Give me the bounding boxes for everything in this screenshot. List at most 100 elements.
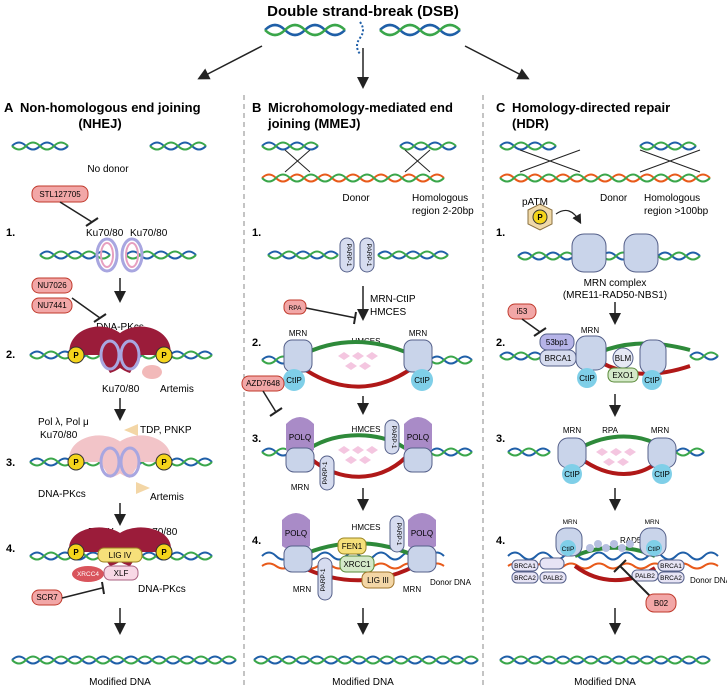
nhej-broken-dna [11,141,207,151]
step-1-b: 1. [252,227,261,239]
ctip-c3-left: CtIP [564,470,580,479]
step2-c-complex [499,333,719,390]
mmej-result-label: Modified DNA [332,677,394,688]
ctip-b2-right: CtIP [414,376,430,385]
rpa-label: RPA [602,426,619,435]
panel-b-title-1: Microhomology-mediated end [268,100,453,115]
panel-c-title-1: Homology-directed repair [512,100,670,115]
rad51-label: RAD51 [620,536,646,545]
ctip-c4-left: CtIP [562,546,575,553]
phospho-p-6: P [161,548,167,557]
ctip-c4-right: CtIP [648,546,661,553]
step-2-b: 2. [252,337,261,349]
ku-2-label: Ku70/80 [102,384,140,395]
panel-c-title-2: (HDR) [512,116,549,131]
inhibition-line-scr7 [61,587,103,599]
exo1-label: EXO1 [612,371,634,380]
hdr-homologous-1: Homologous [644,193,700,204]
lig4-label: LIG IV [109,551,132,560]
xrcc4-label: XRCC4 [77,571,99,578]
inhibitor-i53-label: i53 [517,307,528,316]
mrn-b4-right: MRN [403,585,421,594]
brca1-c4-right: BRCA1 [660,563,682,570]
parp1-b4-2: PARP-1 [395,523,402,546]
step-2-a: 2. [6,349,15,361]
mmej-donor-dna [261,141,457,183]
phospho-p-3: P [73,458,79,467]
phospho-p-1: P [73,351,79,360]
ctip-c3-right: CtIP [654,470,670,479]
step3-b-complex [261,417,473,491]
step-4-b: 4. [252,535,261,547]
step-4-c: 4. [496,535,505,547]
inhibitor-azd7648-label: AZD7648 [246,379,280,388]
inhibitor-scr7-label: SCR7 [36,593,58,602]
ctip-c2-right: CtIP [644,376,660,385]
branch-arrows [197,45,530,89]
hmces-b4: HMCES [352,523,381,532]
polq-b4-right: POLQ [411,529,433,538]
hdr-result-label: Modified DNA [574,677,636,688]
inhibitor-nu7441-label: NU7441 [37,301,67,310]
hmces-b3: HMCES [352,425,381,434]
inhibition-bar-i53 [533,327,547,337]
step1-b-complex [267,237,449,273]
xlf-label: XLF [114,569,129,578]
mmej-donor-label: Donor [342,193,370,204]
mrn-b3: MRN [291,483,309,492]
polq-b3-right: POLQ [407,433,429,442]
inhibition-line-b02 [619,565,651,597]
panel-b-letter: B [252,100,261,115]
ku-right-label: Ku70/80 [130,228,168,239]
inhibition-line-azd [262,390,277,413]
mrn-b2-right: MRN [409,329,427,338]
step3-a-complex [29,435,213,494]
inhibition-bar-scr7 [101,581,105,595]
dsb-dna [264,21,461,55]
mrn-c3-left: MRN [563,426,581,435]
step3-c-complex [507,434,705,484]
parp1-label-1: PARP-1 [345,244,352,267]
mrn-b2-left: MRN [289,329,307,338]
ctip-c2-left: CtIP [579,374,595,383]
inhibitor-nu7026-label: NU7026 [37,281,67,290]
donor-dna-b: Donor DNA [430,578,472,587]
artemis-2-label: Artemis [160,384,194,395]
mrn-ctip-1: MRN-CtIP [370,294,416,305]
inhibitor-nu7026 [31,277,73,294]
step2-a-complex [29,326,213,379]
patm-phospho [532,209,548,225]
inhibitor-rpa-label: RPA [289,305,303,312]
panel-mmej: B Microhomology-mediated end joining (MM… [241,100,479,688]
artemis-3-label: Artemis [150,492,184,503]
step-3-a: 3. [6,457,15,469]
inhibition-bar-azd [269,407,283,417]
parp1-label-2: PARP-1 [365,244,372,267]
dnapkcs-label: DNA-PKcs [96,322,144,333]
dnapkcs-3-label: DNA-PKcs [38,489,86,500]
panel-nhej: A Non-homologous end joining (NHEJ) No d… [4,100,237,688]
main-title: Double strand-break (DSB) [267,3,459,20]
parp1-b4-1: PARP-1 [320,568,327,591]
tdp-label: TDP, PNKP [140,425,192,436]
inhibition-line-nu [71,297,101,319]
donor-dna-c: Donor DNA [690,576,727,585]
phospho-p-4: P [161,458,167,467]
dnapkcs-4-label: DNA-PKcs [138,584,186,595]
panel-c-letter: C [496,100,506,115]
mrn-b4-left: MRN [293,585,311,594]
step-1-c: 1. [496,227,505,239]
palb2-c4-left: PALB2 [543,575,563,582]
panel-hdr: C Homology-directed repair (HDR) P pATM … [496,100,727,688]
ku-3-label: Ku70/80 [40,430,78,441]
polq-b4-left: POLQ [285,529,307,538]
mmej-homologous-1: Homologous [412,193,468,204]
mrn-c2: MRN [581,326,599,335]
inhibition-line-rpa [305,307,357,319]
ku-left-label: Ku70/80 [86,228,124,239]
53bp1-label: 53bp1 [546,338,569,347]
step4-b-complex [261,513,445,601]
brca1-c2: BRCA1 [545,354,572,363]
fen1-label: FEN1 [342,542,363,551]
